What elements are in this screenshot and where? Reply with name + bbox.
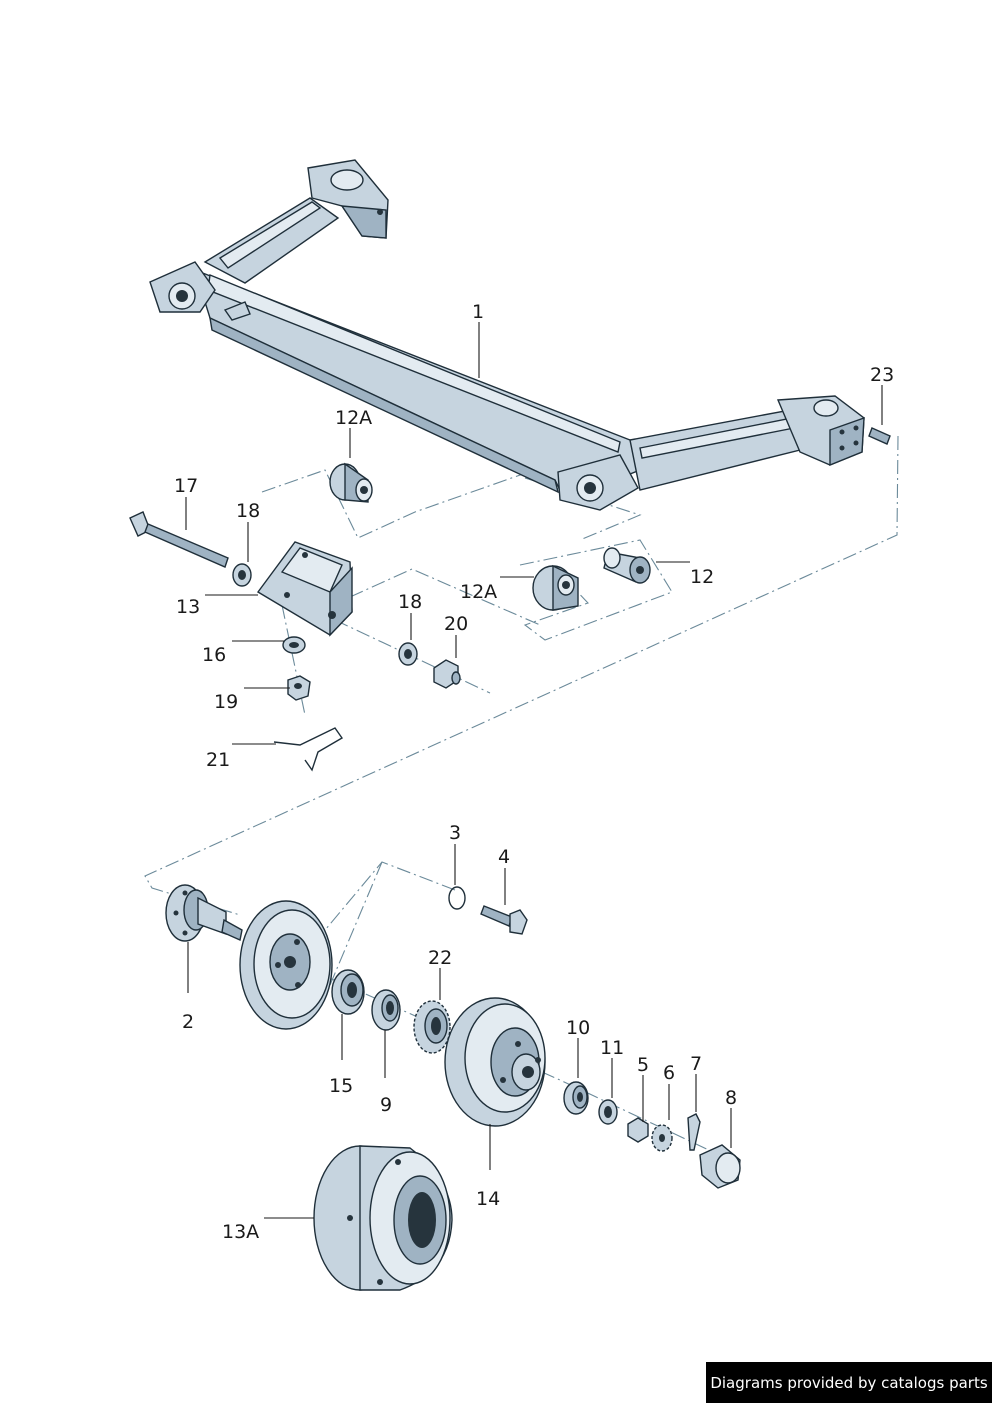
- stud-23: [868, 427, 891, 445]
- callout-6: 6: [663, 1062, 675, 1084]
- brake-backing-plate: [239, 900, 333, 1030]
- credit-text: Diagrams provided by catalogs parts: [710, 1373, 988, 1392]
- nut-20: [433, 659, 461, 689]
- callout-20: 20: [444, 613, 468, 635]
- callout-17: 17: [174, 475, 198, 497]
- callout-labels: 1 23 12A 17 18 13 18 20 16 19 21 12A 12 …: [174, 301, 894, 1243]
- callout-16: 16: [202, 644, 226, 666]
- callout-7: 7: [690, 1053, 702, 1075]
- bolt-4: [480, 905, 528, 935]
- callout-14: 14: [476, 1188, 500, 1210]
- callout-5: 5: [637, 1054, 649, 1076]
- callout-13a: 13A: [222, 1221, 259, 1243]
- callout-23: 23: [870, 364, 894, 386]
- thrust-washer-11: [598, 1099, 618, 1125]
- washer-16: [282, 636, 306, 654]
- washer-18-right: [398, 642, 418, 666]
- brake-drum-14: [444, 997, 546, 1127]
- sensor-ring-22: [413, 1000, 451, 1054]
- bolt-17: [129, 511, 229, 568]
- callout-9: 9: [380, 1094, 392, 1116]
- nut-5: [627, 1117, 649, 1143]
- callout-12a-top: 12A: [335, 407, 372, 429]
- bushing-12: [603, 547, 651, 584]
- stub-axle-2: [165, 884, 243, 942]
- callout-1: 1: [472, 301, 484, 323]
- callout-22: 22: [428, 947, 452, 969]
- callout-15: 15: [329, 1075, 353, 1097]
- callout-3: 3: [449, 822, 461, 844]
- leader-lines: [185, 322, 883, 1219]
- bearing-10: [563, 1081, 589, 1115]
- washer-18-left: [232, 563, 252, 587]
- seal-15: [331, 969, 365, 1015]
- callout-4: 4: [498, 846, 510, 868]
- cotter-pin-7: [687, 1113, 701, 1151]
- bracket-13: [256, 541, 353, 637]
- bushing-12a-top: [329, 462, 373, 503]
- rear-axle-beam: [149, 159, 865, 511]
- callout-18-left: 18: [236, 500, 260, 522]
- callout-13: 13: [176, 596, 200, 618]
- credit-banner: Diagrams provided by catalogs parts: [706, 1362, 992, 1403]
- callout-12a-right: 12A: [460, 581, 497, 603]
- nut-19: [287, 675, 311, 701]
- callout-21: 21: [206, 749, 230, 771]
- bearing-9: [371, 989, 401, 1031]
- callout-11: 11: [600, 1037, 624, 1059]
- callout-12: 12: [690, 566, 714, 588]
- callout-19: 19: [214, 691, 238, 713]
- callout-8: 8: [725, 1087, 737, 1109]
- wheel-hub-13a: [313, 1145, 453, 1291]
- dust-cap-8: [699, 1144, 741, 1189]
- callout-10: 10: [566, 1017, 590, 1039]
- callout-18-right: 18: [398, 591, 422, 613]
- castle-cap-6: [651, 1124, 673, 1152]
- callout-2: 2: [182, 1011, 194, 1033]
- clip-21: [273, 727, 344, 772]
- bushing-12a-right: [532, 564, 579, 611]
- circlip-3: [448, 886, 466, 910]
